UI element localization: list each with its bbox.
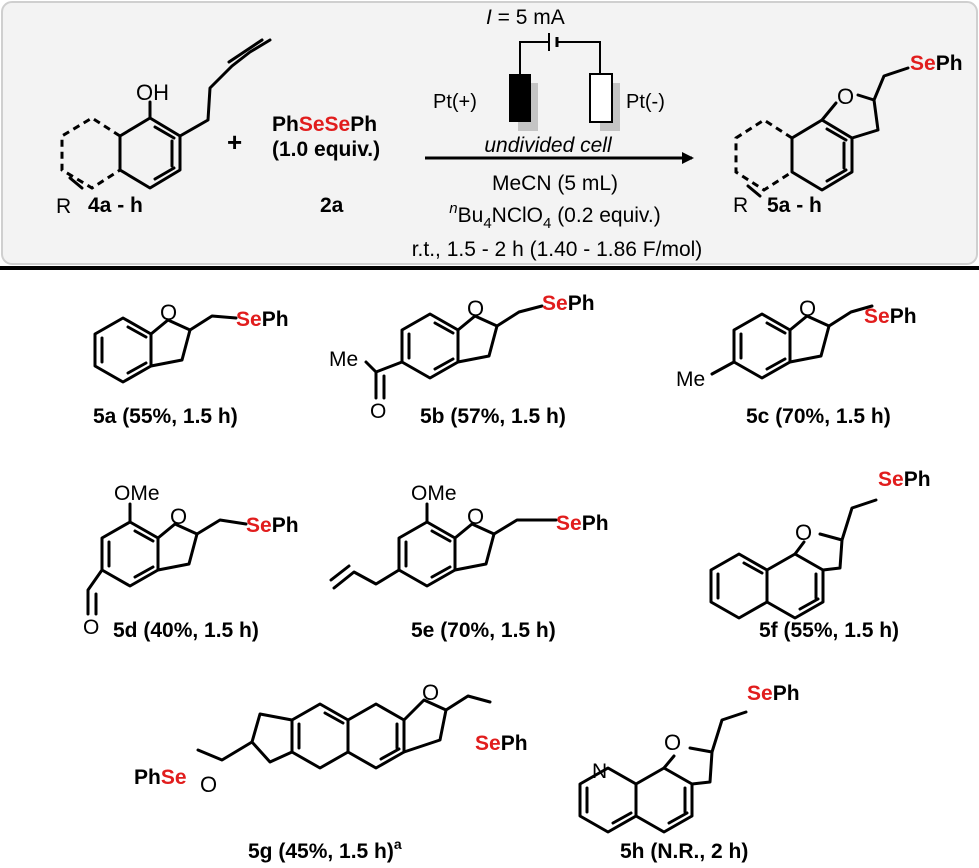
oxygen-atom: O xyxy=(799,296,816,321)
current-label: I = 5 mA xyxy=(486,6,565,29)
oxygen-atom: O xyxy=(795,520,812,545)
seph-group: SePh xyxy=(747,682,800,705)
product-5c: O SePh Me 5c (70%, 1.5 h) xyxy=(676,296,917,428)
fused-ring-optional xyxy=(60,116,121,190)
hydroxyl-label: OH xyxy=(136,80,169,105)
seph-group: SePh xyxy=(542,292,595,315)
r-group-label: R xyxy=(56,195,71,218)
product-5h: N O SePh 5h (N.R., 2 h) xyxy=(578,682,800,863)
substrate-structure: OH R 4a - h xyxy=(56,38,272,218)
anode-label: Pt(+) xyxy=(433,91,477,113)
caption-5g: 5g (45%, 1.5 h)a xyxy=(248,836,402,863)
cathode-electrode xyxy=(589,73,613,123)
cathode-label: Pt(-) xyxy=(626,91,665,113)
reagent-block: PhSeSePh (1.0 equiv.) 2a xyxy=(272,113,380,217)
reagent-equiv: (1.0 equiv.) xyxy=(272,138,380,161)
product-5g: O O SePh PhSe 5g (45%, 1.5 h)a xyxy=(134,680,528,863)
product-oxygen: O xyxy=(837,84,854,109)
oxygen-atom: O xyxy=(467,504,484,529)
aldehyde-oxygen: O xyxy=(83,616,99,639)
oxygen-atom: O xyxy=(200,772,217,797)
seph-group: SePh xyxy=(878,468,931,491)
product-label: 5a - h xyxy=(767,194,822,217)
substrate-label: 4a - h xyxy=(88,194,143,217)
seph-group: SePh xyxy=(556,512,609,535)
product-structure: O SePh R 5a - h xyxy=(733,52,963,217)
product-5a: O SePh 5a (55%, 1.5 h) xyxy=(93,300,289,428)
caption-5f: 5f (55%, 1.5 h) xyxy=(759,619,899,642)
oxygen-atom: O xyxy=(160,300,177,325)
product-fused-ring-optional xyxy=(734,118,793,192)
product-5f: O SePh 5f (55%, 1.5 h) xyxy=(709,468,931,642)
header-panel xyxy=(1,1,978,265)
caption-5h: 5h (N.R., 2 h) xyxy=(620,840,748,863)
oxygen-atom: O xyxy=(467,296,484,321)
product-5b: O SePh Me O 5b (57%, 1.5 h) xyxy=(329,292,595,428)
product-r-group: R xyxy=(733,194,748,217)
product-5e: OMe O SePh 5e (70%, 1.5 h) xyxy=(329,482,609,642)
seph-group: SePh xyxy=(246,514,299,537)
seph-group: SePh xyxy=(236,308,289,331)
solvent-label: MeCN (5 mL) xyxy=(492,172,618,195)
methyl-label: Me xyxy=(676,368,705,391)
electrolysis-setup: I = 5 mA Pt(+) Pt(-) xyxy=(433,6,665,131)
seph-group: SePh xyxy=(475,732,528,755)
oxygen-atom: O xyxy=(422,680,439,705)
product-5d: OMe O SePh O 5d (40%, 1.5 h) xyxy=(83,482,299,642)
caption-5d: 5d (40%, 1.5 h) xyxy=(113,619,259,642)
reagent-formula: PhSeSePh xyxy=(272,113,377,136)
product-seph: SePh xyxy=(910,52,963,75)
methyl-label: Me xyxy=(329,348,358,371)
caption-5c: 5c (70%, 1.5 h) xyxy=(746,405,891,428)
reagent-label: 2a xyxy=(320,194,344,217)
anode-electrode xyxy=(509,74,531,122)
nitrogen-atom: N xyxy=(592,760,607,783)
oxygen-atom: O xyxy=(664,730,681,755)
phse-group: PhSe xyxy=(134,766,187,789)
caption-5b: 5b (57%, 1.5 h) xyxy=(420,405,566,428)
conditions-label: r.t., 1.5 - 2 h (1.40 - 1.86 F/mol) xyxy=(412,238,703,261)
caption-5a: 5a (55%, 1.5 h) xyxy=(93,405,238,428)
cell-label: undivided cell xyxy=(484,134,613,157)
seph-group: SePh xyxy=(864,305,917,328)
electrolyte-label: nBu4NClO4 (0.2 equiv.) xyxy=(449,200,660,232)
methoxy-label: OMe xyxy=(114,482,160,505)
oxygen-atom: O xyxy=(170,504,187,529)
carbonyl-oxygen: O xyxy=(370,400,386,423)
caption-5e: 5e (70%, 1.5 h) xyxy=(411,619,556,642)
methoxy-label: OMe xyxy=(411,482,457,505)
plus-sign: + xyxy=(227,127,242,157)
